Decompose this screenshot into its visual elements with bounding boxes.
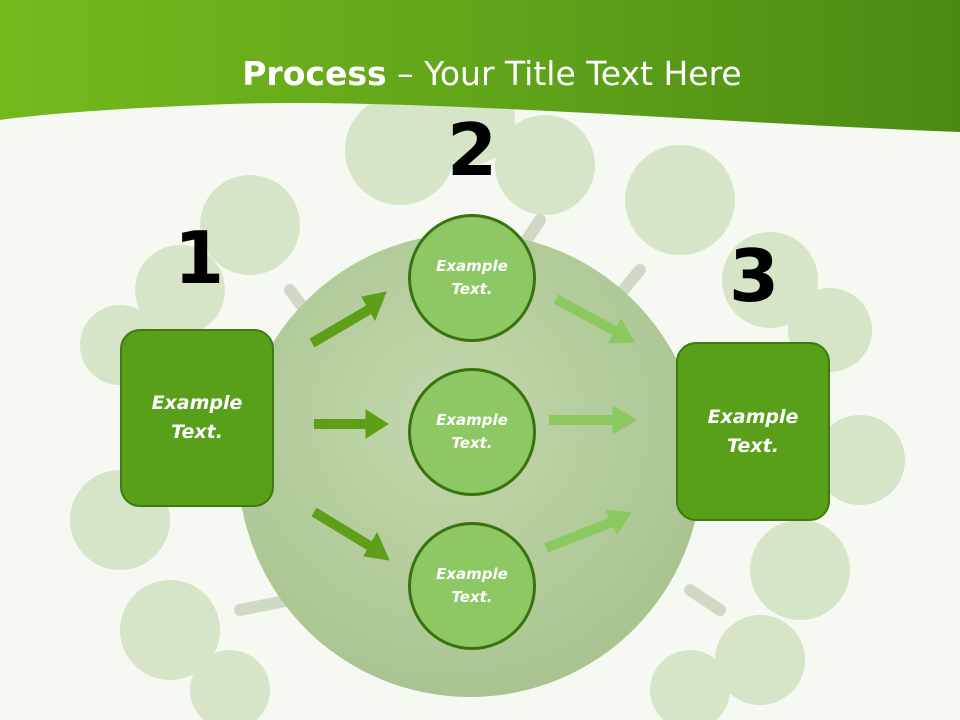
slide-title: Process – Your Title Text Here [0,52,960,96]
step-2-number: 2 [446,108,498,192]
step-2-circle-middle-text: Example Text. [436,411,508,452]
step-2-circle-top-text: Example Text. [436,257,508,298]
step-1-box: Example Text. [120,329,274,507]
step-2-circle-bottom: Example Text. [408,522,536,650]
step-1-number: 1 [173,216,225,300]
tree-silhouettes [70,75,905,720]
header-band [0,0,960,132]
step-2-circle-middle: Example Text. [408,368,536,496]
step-2-circle-bottom-text: Example Text. [436,565,508,606]
step-3-box: Example Text. [676,342,830,521]
title-bold: Process [242,54,387,93]
step-1-text: Example Text. [151,392,243,443]
step-3-number: 3 [728,234,780,318]
step-2-circle-top: Example Text. [408,214,536,342]
step-3-text: Example Text. [707,405,799,457]
title-rest: Your Title Text Here [424,54,742,93]
title-separator: – [386,54,425,93]
